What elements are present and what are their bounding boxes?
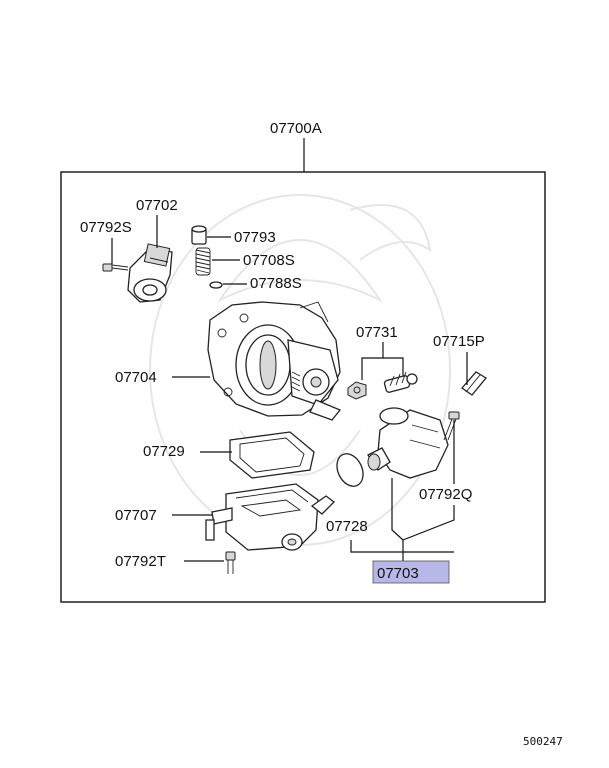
label-07715P[interactable]: 07715P — [433, 333, 485, 350]
fitting-07731-part[interactable] — [347, 371, 418, 400]
o-ring-07788S-part[interactable] — [209, 281, 223, 289]
clip-07715P-part[interactable] — [461, 371, 487, 396]
label-07792S[interactable]: 07792S — [80, 219, 132, 236]
idle-speed-control-part[interactable] — [367, 407, 449, 479]
catalog-number: 500247 — [523, 735, 563, 748]
throttle-position-sensor-part[interactable] — [127, 243, 173, 303]
label-07729[interactable]: 07729 — [143, 443, 185, 460]
label-assembly[interactable]: 07700A — [270, 120, 322, 137]
bolt-07792Q-part[interactable] — [443, 411, 460, 441]
gasket-07729-part[interactable] — [229, 431, 315, 479]
label-07793[interactable]: 07793 — [234, 229, 276, 246]
label-07788S[interactable]: 07788S — [250, 275, 302, 292]
leader-07731 — [361, 342, 404, 380]
leader-07703-bracket — [350, 478, 455, 561]
label-07708S[interactable]: 07708S — [243, 252, 295, 269]
label-07707[interactable]: 07707 — [115, 507, 157, 524]
label-07702[interactable]: 07702 — [136, 197, 178, 214]
cap-07793-part[interactable] — [191, 225, 207, 245]
bolt-07792T-part[interactable] — [225, 551, 236, 574]
label-07792Q[interactable]: 07792Q — [419, 486, 472, 503]
label-07703[interactable]: 07703 — [377, 565, 419, 582]
housing-07707-part[interactable] — [205, 483, 335, 551]
o-ring-07728-part[interactable] — [332, 450, 368, 491]
label-07731[interactable]: 07731 — [356, 324, 398, 341]
label-07792T[interactable]: 07792T — [115, 553, 166, 570]
label-07728[interactable]: 07728 — [326, 518, 368, 535]
throttle-body-part[interactable] — [207, 301, 342, 421]
label-07704[interactable]: 07704 — [115, 369, 157, 386]
highlight-07703 — [372, 560, 450, 584]
screw-07792S-part[interactable] — [102, 263, 129, 272]
diagram-frame — [60, 171, 546, 603]
spring-07708S-part[interactable] — [195, 247, 211, 276]
